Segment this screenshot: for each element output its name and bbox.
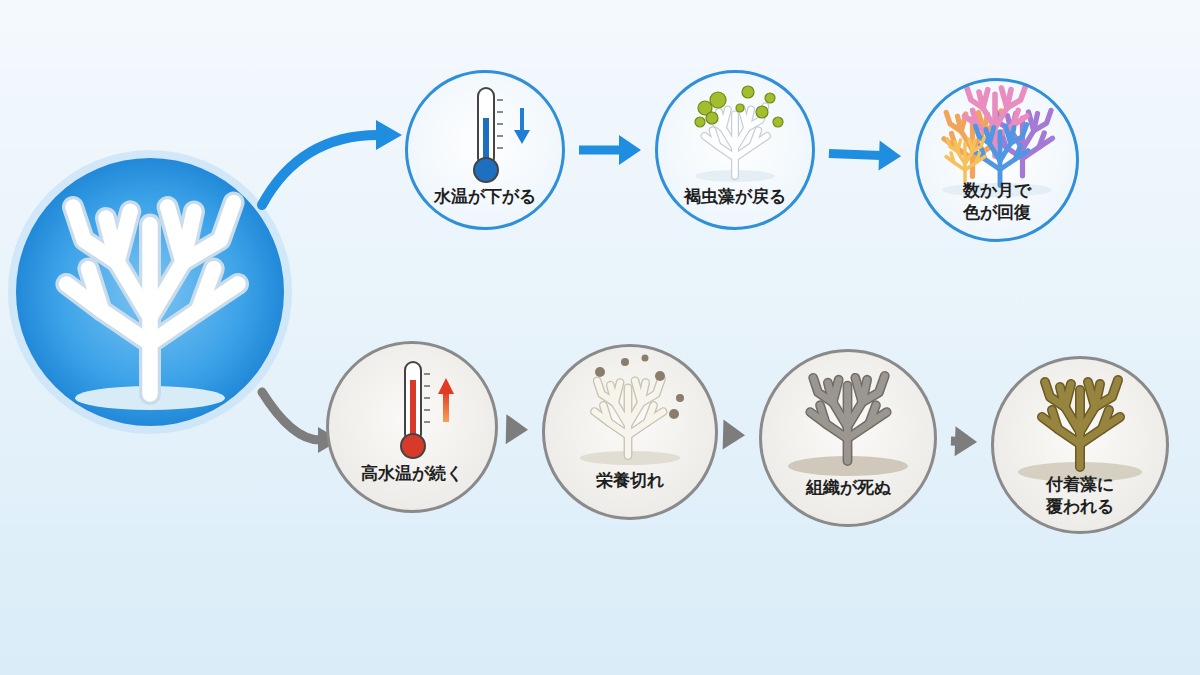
bleached-coral-circle xyxy=(8,150,292,434)
dead-coral xyxy=(788,376,908,476)
stage-label: 数か月で 色が回復 xyxy=(938,179,1057,223)
stage-circle: 組織が死ぬ xyxy=(759,349,937,527)
flow-arrow xyxy=(723,420,745,450)
stage-circle: 高水温が続く xyxy=(326,341,498,513)
stage-circle: 褐虫藻が戻る xyxy=(655,70,815,230)
stage-label: 高水温が続く xyxy=(361,462,463,484)
flow-arrow xyxy=(506,414,528,444)
flow-arrow xyxy=(829,141,901,171)
circle-ground xyxy=(327,71,1168,533)
flow-arrow xyxy=(951,426,977,456)
algae-coral xyxy=(1018,380,1142,482)
stage-circle: 数か月で 色が回復 xyxy=(915,78,1079,242)
stage-circle: 付着藻に 覆われる xyxy=(991,356,1169,534)
stage-circle: 栄養切れ xyxy=(542,344,718,520)
thermometer-cold xyxy=(474,88,530,182)
stage-label: 栄養切れ xyxy=(596,469,664,491)
zooxanthellae-return xyxy=(695,86,783,182)
stage-label: 組織が死ぬ xyxy=(806,476,891,498)
stage-label: 水温が下がる xyxy=(434,185,536,207)
stage-label: 褐虫藻が戻る xyxy=(684,185,786,207)
starving-coral xyxy=(580,355,684,466)
stage-circle: 水温が下がる xyxy=(405,70,565,230)
flow-arrow xyxy=(579,135,641,165)
stage-label: 付着藻に 覆われる xyxy=(1021,473,1140,517)
thermometer-hot xyxy=(401,362,454,458)
